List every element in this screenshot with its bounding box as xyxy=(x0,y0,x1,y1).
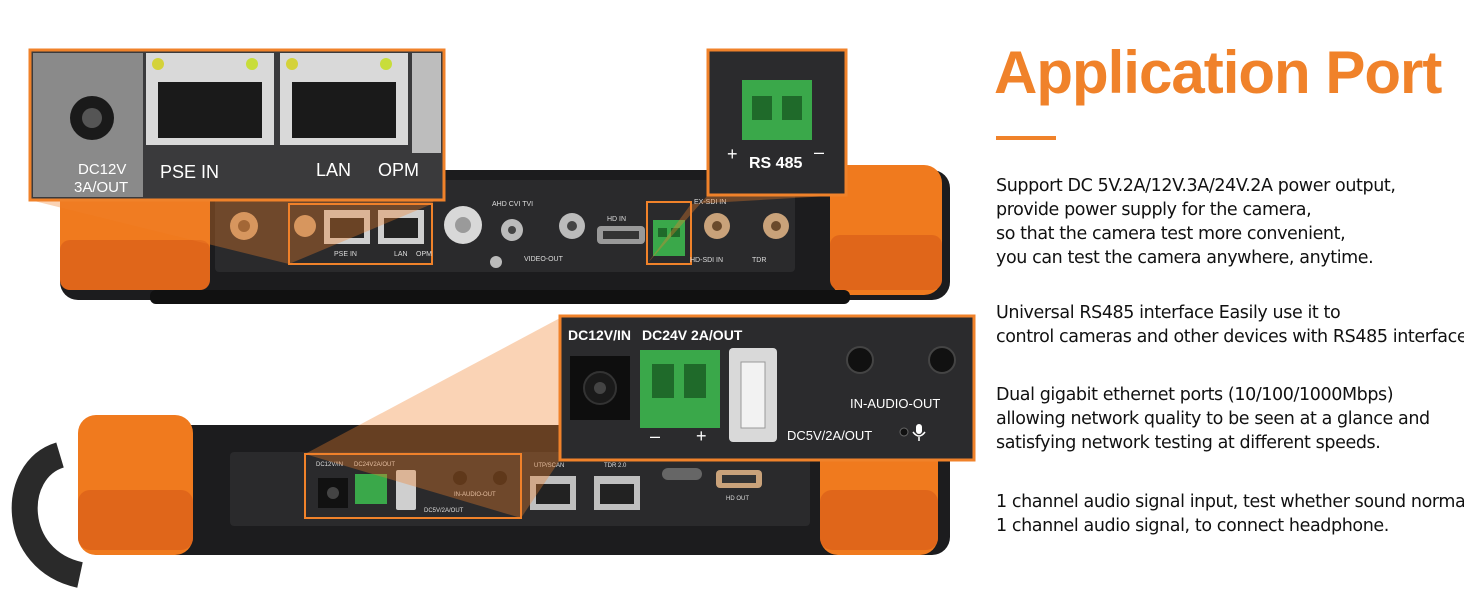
rs485-name-label: RS 485 xyxy=(749,155,802,172)
paragraph-audio: 1 channel audio signal input, test wheth… xyxy=(996,490,1464,538)
zoom-lan-label: LAN xyxy=(316,160,351,180)
top-tdr-label: TDR xyxy=(752,257,766,264)
top-hdin-label: HD IN xyxy=(607,216,626,223)
zoom-pse-label: PSE IN xyxy=(160,162,219,182)
bottom-audio-label: IN-AUDIO-OUT xyxy=(454,492,496,498)
paragraph-line: allowing network quality to be seen at a… xyxy=(996,409,1430,429)
rs485-minus-label: – xyxy=(814,142,824,162)
top-videoout-label: VIDEO-OUT xyxy=(524,256,564,263)
top-exsdi-label: EX-SDI IN xyxy=(694,199,726,206)
product-illustration: VLS PSE IN LAN OPM AHD CVI TVI VIDEO-OUT… xyxy=(11,48,976,588)
top-device: VLS PSE IN LAN OPM AHD CVI TVI VIDEO-OUT… xyxy=(60,165,950,304)
zoom-opm-label: OPM xyxy=(378,160,419,180)
top-hdsdi-label: HD-SDI IN xyxy=(690,257,723,264)
bottom-utp-label: UTP/SCAN xyxy=(534,463,564,469)
bottom-dc12-label: DC12V/IN xyxy=(316,462,343,468)
paragraph-line: provide power supply for the camera, xyxy=(996,200,1312,220)
rs485-terminal-small xyxy=(653,220,685,256)
top-pse-label: PSE IN xyxy=(334,251,357,258)
bottom-hdout-label: HD OUT xyxy=(726,496,749,502)
top-lan-label: LAN xyxy=(394,251,408,258)
top-zoom-callout: DC12V 3A/OUT PSE IN LAN OPM xyxy=(28,48,446,202)
paragraph-line: satisfying network testing at different … xyxy=(996,433,1381,453)
bottom-dc5-label: DC5V/2A/OUT xyxy=(424,508,464,514)
rs485-highlight-box xyxy=(646,201,692,265)
zoom-dc12v-label: DC12V xyxy=(78,161,126,178)
zoom-dc24-label: DC24V 2A/OUT xyxy=(642,327,743,343)
bottom-zoom-beam xyxy=(305,318,560,518)
paragraph-rs485: Universal RS485 interface Easily use it … xyxy=(996,301,1464,349)
paragraph-line: so that the camera test more convenient, xyxy=(996,224,1346,244)
audio-out-jack xyxy=(928,346,956,374)
paragraph-line: 1 channel audio signal input, test wheth… xyxy=(996,492,1464,512)
paragraph-line: you can test the camera anywhere, anytim… xyxy=(996,248,1374,268)
bottom-zoom-callout: DC12V/IN DC24V 2A/OUT – + DC5V/2A/OUT IN… xyxy=(558,314,976,462)
title-underline xyxy=(996,136,1056,140)
zoom-dc5-label: DC5V/2A/OUT xyxy=(787,428,872,443)
zoom-plus-label: + xyxy=(696,426,707,446)
page-title: Application Port xyxy=(994,39,1442,106)
sd-slot xyxy=(662,468,702,480)
paragraph-line: 1 channel audio signal, to connect headp… xyxy=(996,516,1389,536)
rs485-zoom-callout: + RS 485 – xyxy=(706,48,848,197)
microphone-icon xyxy=(912,424,926,441)
bottom-dc24-label: DC24V2A/OUT xyxy=(354,462,395,468)
top-ahd-label: AHD CVI TVI xyxy=(492,201,533,208)
zoom-3aout-label: 3A/OUT xyxy=(74,179,128,196)
usb-port-small xyxy=(396,470,416,510)
rs485-plus-label: + xyxy=(727,144,738,164)
bottom-highlight-box xyxy=(304,453,522,519)
audio-in-jack xyxy=(846,346,874,374)
top-opm-label: OPM xyxy=(416,251,432,258)
zoom-audio-label: IN-AUDIO-OUT xyxy=(850,396,940,411)
bottom-tdr-label: TDR 2.0 xyxy=(604,463,627,469)
top-highlight-box xyxy=(288,203,433,265)
paragraph-ethernet: Dual gigabit ethernet ports (10/100/1000… xyxy=(996,383,1430,455)
zoom-dc12in-label: DC12V/IN xyxy=(568,327,631,343)
paragraph-power-output: Support DC 5V.2A/12V.3A/24V.2A power out… xyxy=(996,174,1396,270)
dc24-terminal-small xyxy=(355,474,387,504)
paragraph-line: Support DC 5V.2A/12V.3A/24V.2A power out… xyxy=(996,176,1396,196)
paragraph-line: control cameras and other devices with R… xyxy=(996,327,1464,347)
zoom-minus-label: – xyxy=(650,426,660,446)
paragraph-line: Universal RS485 interface Easily use it … xyxy=(996,303,1341,323)
paragraph-line: Dual gigabit ethernet ports (10/100/1000… xyxy=(996,385,1394,405)
